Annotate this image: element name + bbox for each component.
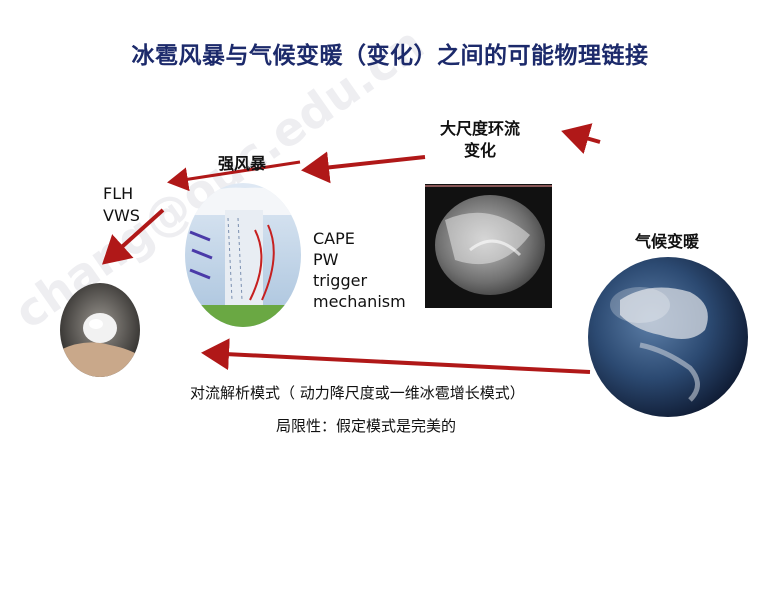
label-large-scale-line2: 变化: [464, 141, 497, 160]
label-large-scale-line1: 大尺度环流: [440, 119, 521, 138]
arrow-largescale-to-storm: [301, 151, 426, 184]
satellite-image: [425, 184, 552, 308]
storm-schematic-image: [185, 183, 301, 327]
label-strong-storm: 强风暴: [218, 154, 267, 173]
label-trigger: trigger: [313, 271, 368, 290]
label-cape: CAPE: [313, 229, 355, 248]
arrow-flh-to-hail: [102, 208, 165, 265]
label-flh-vws: FLH VWS: [103, 183, 140, 227]
globe-image: [588, 257, 748, 417]
label-climate-warming: 气候变暖: [635, 232, 700, 251]
hailstone-image: [60, 283, 140, 377]
arrow-storm-row: [167, 160, 301, 192]
label-limitation: 局限性：假定模式是完美的: [276, 417, 457, 435]
label-cape-list: CAPE PW trigger mechanism: [313, 228, 406, 312]
label-flh: FLH: [103, 184, 134, 203]
arrow-climate-to-largescale: [561, 123, 601, 154]
label-model-line: 对流解析模式（ 动力降尺度或一维冰雹增长模式）: [190, 384, 525, 402]
label-pw: PW: [313, 250, 339, 269]
label-large-scale-circulation: 大尺度环流 变化: [440, 118, 520, 162]
slide-title: 冰雹风暴与气候变暖（变化）之间的可能物理链接: [131, 43, 649, 69]
label-mechanism: mechanism: [313, 292, 406, 311]
arrow-model-to-hail: [201, 338, 591, 374]
diagram-graphics: [60, 123, 748, 417]
label-vws: VWS: [103, 206, 140, 225]
